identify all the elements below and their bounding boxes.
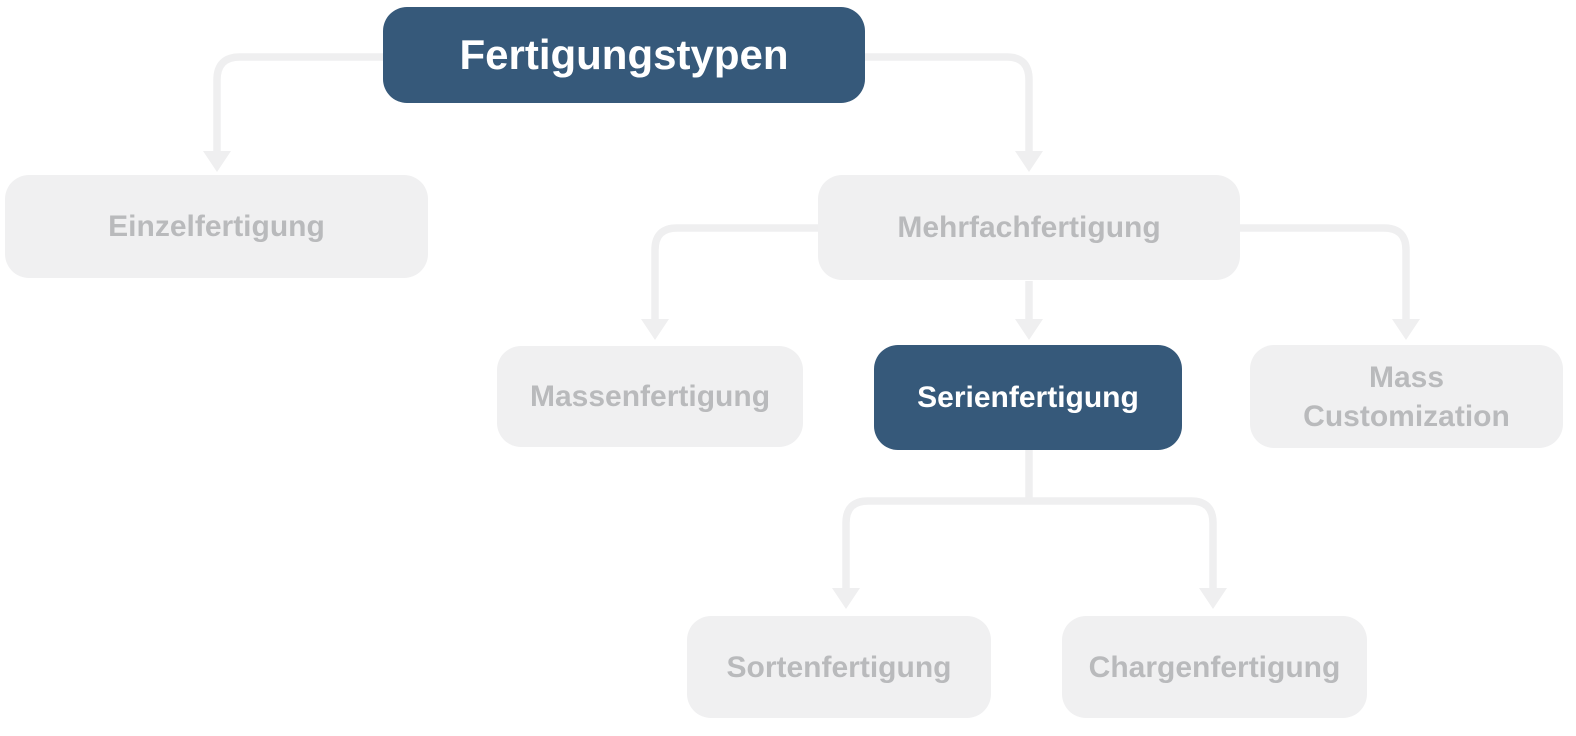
connector-serienfertigung-to-children [832,450,1227,609]
node-fertigungstypen: Fertigungstypen [383,7,865,103]
node-mass-customization-label: Mass Customization [1303,360,1510,433]
node-chargenfertigung-label: Chargenfertigung [1088,650,1341,684]
arrowhead-down-icon [832,588,860,609]
connector-mehrfachfertigung-to-serienfertigung [1015,281,1043,340]
node-sortenfertigung: Sortenfertigung [687,616,991,718]
arrowhead-down-icon [203,151,231,172]
node-massenfertigung: Massenfertigung [497,346,803,447]
node-mass-customization: Mass Customization [1250,345,1563,448]
node-einzelfertigung-label: Einzelfertigung [108,210,325,243]
node-fertigungstypen-label: Fertigungstypen [459,30,789,78]
arrowhead-down-icon [1392,319,1420,340]
arrowhead-down-icon [1015,319,1043,340]
node-serienfertigung: Serienfertigung [874,345,1182,450]
node-chargenfertigung: Chargenfertigung [1062,616,1367,718]
connector-mehrfachfertigung-to-massenfertigung [641,224,818,340]
arrowhead-down-icon [641,319,669,340]
connector-root-to-einzelfertigung [203,53,383,172]
arrowhead-down-icon [1015,151,1043,172]
node-serienfertigung-label: Serienfertigung [917,381,1139,414]
node-mehrfachfertigung: Mehrfachfertigung [818,175,1240,280]
connector-root-to-mehrfachfertigung [865,53,1043,172]
node-sortenfertigung-label: Sortenfertigung [726,650,952,684]
arrowhead-down-icon [1199,588,1227,609]
node-einzelfertigung: Einzelfertigung [5,175,428,278]
connector-mehrfachfertigung-to-mass-customization [1240,224,1420,340]
node-massenfertigung-label: Massenfertigung [529,380,771,413]
node-mehrfachfertigung-label: Mehrfachfertigung [897,211,1161,244]
